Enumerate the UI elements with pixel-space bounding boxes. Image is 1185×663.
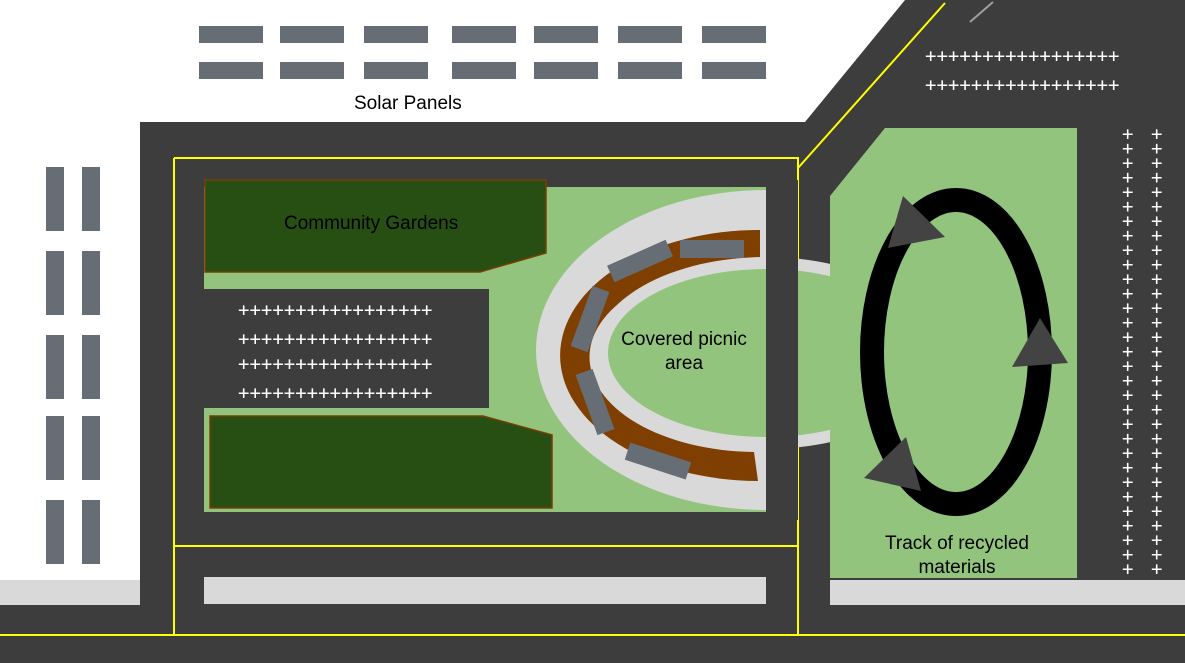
parking-mark: +: [1122, 225, 1133, 247]
center-parking-lot: [204, 289, 489, 408]
picnic-right-mask: [766, 180, 798, 520]
parking-mark: +: [1151, 239, 1162, 261]
track-direction-arrows: [864, 196, 1068, 491]
parking-mark: +: [1122, 500, 1133, 522]
parking-mark: +: [1122, 384, 1133, 406]
parking-mark: +: [1151, 486, 1162, 508]
solar-panels-label: Solar Panels: [354, 93, 462, 114]
parking-mark: +: [1122, 297, 1133, 319]
parking-mark: +: [1151, 167, 1162, 189]
picnic-tables: [570, 239, 744, 480]
parking-mark: +: [1151, 529, 1162, 551]
community-gardens-label: Community Gardens: [284, 213, 458, 234]
track-label-line1: Track of recycled: [885, 533, 1029, 554]
track-label-line2: materials: [918, 557, 995, 578]
parking-row: +++++++++++++++++: [238, 299, 432, 321]
parking-mark: +: [1122, 341, 1133, 363]
parking-mark: +: [1122, 254, 1133, 276]
parking-row: +++++++++++++++++: [238, 328, 432, 350]
parking-mark: +: [1151, 384, 1162, 406]
parking-row: +++++++++++++++++: [238, 382, 432, 404]
parking-mark: +: [1122, 413, 1133, 435]
parking-mark: +: [1151, 471, 1162, 493]
parking-mark: +: [1151, 297, 1162, 319]
parking-mark: +: [1122, 471, 1133, 493]
picnic-label-line2: area: [665, 353, 703, 374]
parking-mark: +: [1151, 457, 1162, 479]
parking-mark: +: [1122, 428, 1133, 450]
parking-mark: +: [1122, 326, 1133, 348]
parking-mark: +: [1122, 152, 1133, 174]
parking-mark: +: [1122, 123, 1133, 145]
parking-mark: +: [1151, 123, 1162, 145]
parking-mark: +: [1151, 268, 1162, 290]
parking-mark: +: [1151, 181, 1162, 203]
top-right-parking-marks: +++++++++++++++++ +++++++++++++++++: [925, 45, 1119, 96]
parking-mark: +: [1151, 500, 1162, 522]
parking-mark: +: [1122, 370, 1133, 392]
parking-mark: +: [1151, 283, 1162, 305]
parking-mark: +: [1151, 341, 1162, 363]
parking-mark: +: [1151, 326, 1162, 348]
parking-mark: +: [1122, 283, 1133, 305]
sidewalk-center: [204, 577, 766, 604]
parking-mark: +: [1122, 399, 1133, 421]
parking-mark: +: [1151, 138, 1162, 160]
parking-mark: +: [1122, 196, 1133, 218]
parking-mark: +: [1122, 457, 1133, 479]
parking-mark: +: [1122, 167, 1133, 189]
parking-row: +++++++++++++++++: [925, 74, 1119, 96]
parking-mark: +: [1151, 515, 1162, 537]
parking-mark: +: [1151, 442, 1162, 464]
parking-mark: +: [1151, 370, 1162, 392]
parking-mark: +: [1122, 515, 1133, 537]
arrow-icon: [864, 437, 921, 491]
parking-mark: +: [1151, 254, 1162, 276]
parking-row: +++++++++++++++++: [925, 45, 1119, 67]
parking-mark: +: [1151, 196, 1162, 218]
parking-mark: +: [1122, 529, 1133, 551]
solar-panels: [199, 26, 766, 79]
parking-mark: +: [1122, 312, 1133, 334]
picnic-label-line1: Covered picnic: [621, 329, 747, 350]
parking-mark: +: [1151, 558, 1162, 580]
parking-mark: +: [1151, 225, 1162, 247]
parking-mark: +: [1151, 413, 1162, 435]
solar-panels-left: [46, 167, 100, 564]
sidewalk-left: [0, 580, 140, 605]
parking-mark: +: [1122, 442, 1133, 464]
parking-mark: +: [1122, 355, 1133, 377]
parking-row: +++++++++++++++++: [238, 353, 432, 375]
parking-mark: +: [1122, 138, 1133, 160]
parking-mark: +: [1122, 239, 1133, 261]
parking-mark: +: [1151, 210, 1162, 232]
parking-mark: +: [1151, 428, 1162, 450]
parking-mark: +: [1122, 558, 1133, 580]
parking-mark: +: [1151, 312, 1162, 334]
center-parking-marks: +++++++++++++++++ +++++++++++++++++ ++++…: [238, 299, 432, 404]
parking-mark: +: [1122, 181, 1133, 203]
parking-mark: +: [1122, 210, 1133, 232]
parking-mark: +: [1151, 355, 1162, 377]
parking-mark: +: [1122, 544, 1133, 566]
arrow-icon: [1012, 318, 1068, 367]
parking-mark: +: [1151, 399, 1162, 421]
parking-mark: +: [1122, 486, 1133, 508]
parking-mark: +: [1122, 268, 1133, 290]
arrow-icon: [888, 196, 945, 248]
road-edge-stripe: [969, 1, 994, 23]
parking-mark: +: [1151, 544, 1162, 566]
right-parking-marks: ++++++++++++++++++++++++++++++++++++++++…: [1122, 123, 1162, 580]
community-garden-bottom: [209, 415, 553, 509]
sidewalk-right: [830, 580, 1185, 605]
community-garden-top: [204, 179, 547, 273]
parking-mark: +: [1151, 152, 1162, 174]
